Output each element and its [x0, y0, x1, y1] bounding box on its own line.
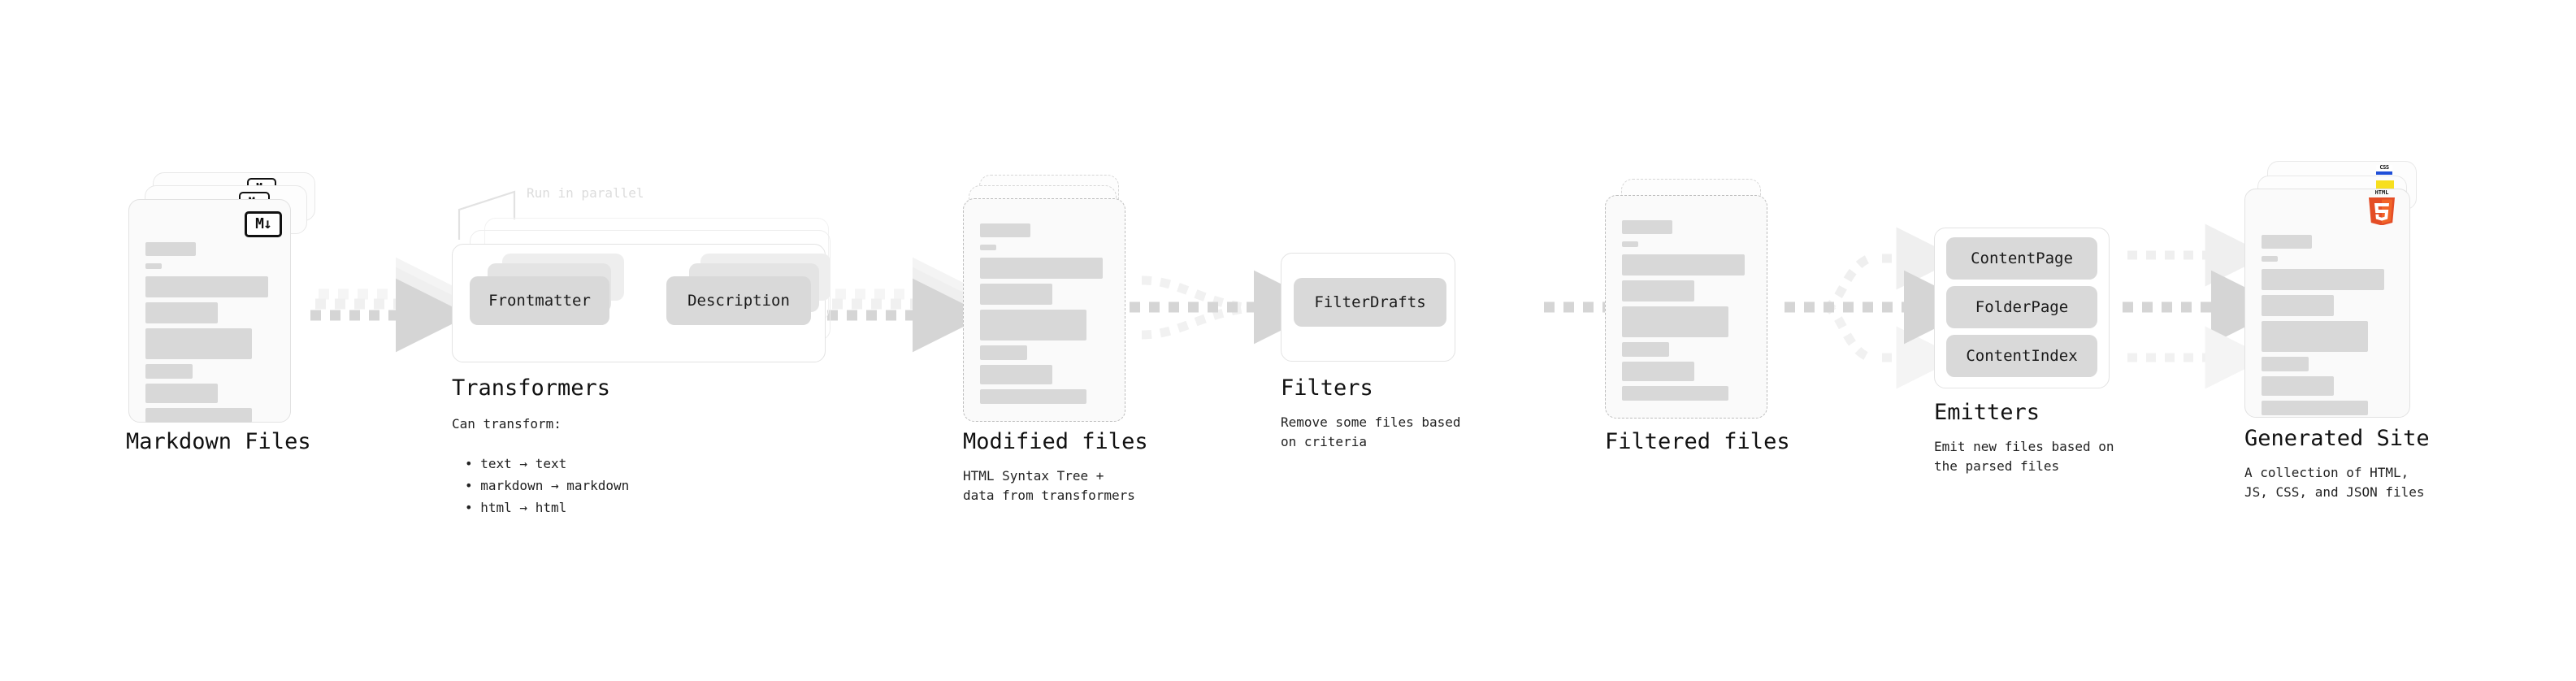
modified-file-card: [963, 198, 1125, 422]
skeleton-line: [1622, 362, 1694, 381]
skeleton-line: [2262, 401, 2368, 415]
bullet-dot: •: [465, 478, 481, 493]
bullet-label: html → html: [480, 500, 567, 515]
stage-title-markdown-files: Markdown Files: [126, 429, 311, 454]
emitters-subtitle: Emit new files based on the parsed files: [1934, 439, 2114, 474]
skeleton-line: [1622, 220, 1672, 234]
css-badge-label: CSS: [2379, 164, 2389, 171]
skeleton-line: [980, 223, 1030, 237]
bullet-dot: •: [465, 500, 481, 515]
skeleton-line: [145, 384, 218, 403]
skeleton-line: [1622, 280, 1694, 301]
run-in-parallel-label: Run in parallel: [527, 185, 644, 201]
stage-title-emitters: Emitters: [1934, 400, 2040, 425]
skeleton-line: [1622, 241, 1638, 247]
stage-title-filtered-files: Filtered files: [1605, 429, 1790, 454]
folderpage-pill[interactable]: FolderPage: [1946, 286, 2097, 328]
transformers-bullet-2: • markdown → markdown: [465, 457, 629, 496]
bullet-label: markdown → markdown: [480, 478, 630, 493]
skeleton-line: [2262, 269, 2384, 290]
transformers-bullet-3: • html → html: [465, 479, 566, 518]
skeleton-line: [1622, 254, 1745, 275]
modified-files-subtitle: HTML Syntax Tree + data from transformer…: [963, 468, 1135, 503]
stage-title-generated-site: Generated Site: [2244, 426, 2430, 451]
markdown-file-card: M↓: [128, 199, 291, 423]
skeleton-line: [980, 284, 1052, 305]
bullet-dot: •: [465, 456, 481, 471]
contentindex-pill[interactable]: ContentIndex: [1946, 335, 2097, 377]
skeleton-line: [2262, 256, 2278, 262]
stage-title-modified-files: Modified files: [963, 429, 1148, 454]
skeleton-line: [1622, 386, 1728, 401]
skeleton-line: [980, 310, 1086, 340]
arrow-emitters-to-site: [2123, 223, 2285, 389]
skeleton-line: [2262, 376, 2334, 396]
description-pill[interactable]: Description: [666, 276, 811, 325]
filtered-file-card: [1605, 195, 1767, 419]
skeleton-line: [2262, 235, 2312, 249]
css-badge-bar: [2376, 171, 2392, 175]
skeleton-line: [980, 389, 1086, 404]
transformers-bullet-1: • text → text: [465, 435, 566, 474]
skeleton-line: [145, 302, 218, 323]
generated-site-card: HTML: [2244, 189, 2410, 418]
skeleton-line: [2262, 357, 2309, 371]
arrow-filtered-to-emitters: [1785, 227, 1978, 389]
css-badge: CSS: [2376, 165, 2392, 175]
stage-title-transformers: Transformers: [452, 375, 611, 401]
arrow-modified-to-filters: [1130, 270, 1328, 345]
arrow-markdown-to-transformers: [310, 257, 470, 353]
transformers-subtitle: Can transform:: [452, 416, 562, 432]
skeleton-line: [980, 365, 1052, 384]
markdown-badge: M↓: [245, 211, 282, 237]
svg-text:HTML: HTML: [2375, 189, 2389, 196]
skeleton-line: [145, 408, 252, 423]
skeleton-line: [1622, 306, 1728, 337]
skeleton-line: [145, 328, 252, 359]
filterdrafts-pill[interactable]: FilterDrafts: [1294, 278, 1446, 327]
filters-subtitle: Remove some files based on criteria: [1281, 414, 1461, 449]
skeleton-line: [145, 364, 193, 379]
generated-site-subtitle: A collection of HTML, JS, CSS, and JSON …: [2244, 465, 2425, 500]
skeleton-line: [980, 258, 1103, 279]
skeleton-line: [980, 345, 1027, 360]
stage-title-filters: Filters: [1281, 375, 1373, 401]
skeleton-line: [2262, 321, 2368, 352]
skeleton-line: [2262, 295, 2334, 316]
html5-icon: HTML: [2369, 189, 2395, 225]
skeleton-line: [145, 242, 196, 256]
arrow-transformers-to-modified: [827, 257, 987, 353]
contentpage-pill[interactable]: ContentPage: [1946, 237, 2097, 280]
skeleton-line: [1622, 342, 1669, 357]
skeleton-line: [145, 263, 162, 269]
skeleton-line: [145, 276, 268, 297]
bullet-label: text → text: [480, 456, 567, 471]
frontmatter-pill[interactable]: Frontmatter: [470, 276, 609, 325]
skeleton-line: [980, 245, 996, 250]
